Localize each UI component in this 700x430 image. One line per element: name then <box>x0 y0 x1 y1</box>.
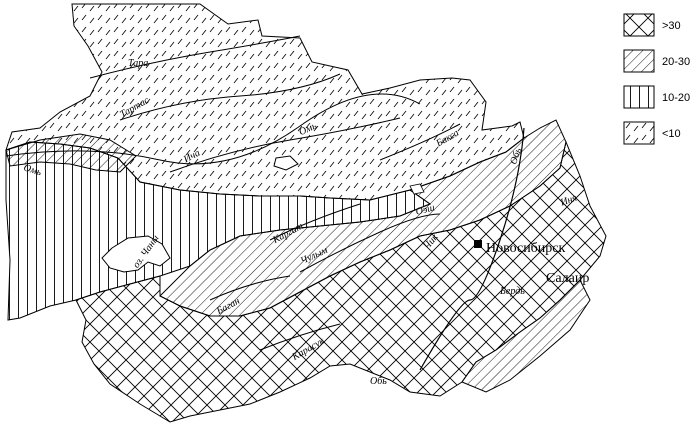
lake-chany <box>101 235 171 273</box>
lake-small-1 <box>273 155 299 171</box>
legend-label-over-30: >30 <box>662 20 681 32</box>
river-tara <box>89 35 301 79</box>
river-karasuk <box>259 323 341 351</box>
legend-swatch-sparse-dash <box>623 121 655 145</box>
zone-20-30-southeast <box>461 279 591 393</box>
label-ob-south: Обь <box>370 376 387 387</box>
river-tartas <box>119 73 341 121</box>
label-om-west: Омь <box>22 162 43 178</box>
label-salair: Салаир <box>546 271 589 286</box>
river-bagan <box>209 275 291 301</box>
river-ob <box>419 127 525 371</box>
river-baksa <box>379 123 461 161</box>
river-om <box>5 93 421 165</box>
om-river-band <box>5 133 137 173</box>
river-kargat <box>269 203 361 241</box>
legend-swatch-crosshatch <box>623 13 655 37</box>
river-chulym <box>299 213 441 273</box>
novosibirsk-marker <box>474 240 482 248</box>
label-novosibirsk: Новосибирск <box>486 241 566 256</box>
label-tara: Тара <box>128 58 148 69</box>
label-ozh: Оэш <box>415 202 437 218</box>
label-berd: Бердь <box>499 286 525 297</box>
lake-small-2 <box>409 183 425 195</box>
legend-label-10-20: 10-20 <box>662 92 690 104</box>
legend-label-20-30: 20-30 <box>662 56 690 68</box>
legend-swatch-diagonal <box>623 49 655 73</box>
legend-swatch-vertical <box>623 85 655 109</box>
legend-label-under-10: <10 <box>662 128 681 140</box>
legend: >30 20-30 10-20 <10 <box>623 13 690 145</box>
river-icha <box>169 117 401 173</box>
